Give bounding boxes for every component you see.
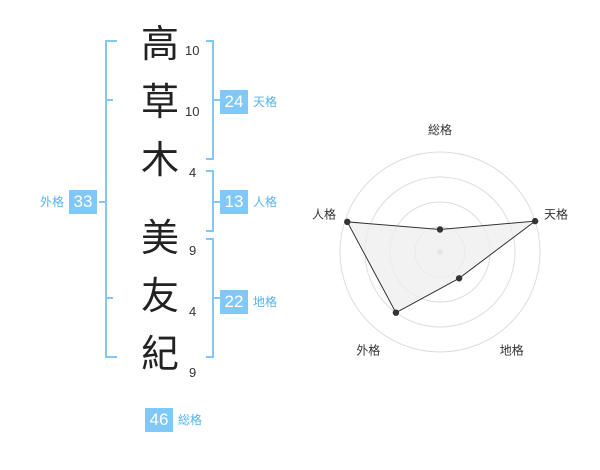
- radar-axis-label: 外格: [356, 343, 380, 358]
- tenkaku-connector: [213, 99, 220, 101]
- jinkaku-label: 人格: [253, 195, 278, 209]
- name-char-4: 美: [140, 216, 179, 260]
- tenkaku-badge: 24 天格: [220, 90, 277, 114]
- stroke-count-5: 4: [189, 304, 197, 319]
- jinkaku-value: 13: [220, 190, 248, 214]
- radar-point-2: [531, 217, 539, 225]
- name-char-6: 紀: [140, 332, 179, 376]
- gaikaku-bracket: [105, 40, 117, 358]
- gaikaku-bracket-tick: [105, 99, 113, 101]
- tenkaku-label: 天格: [253, 95, 278, 109]
- radar-axis-label: 総格: [428, 122, 452, 137]
- gaikaku-badge: 外格 33: [40, 190, 98, 214]
- chikaku-label: 地格: [253, 295, 278, 309]
- stroke-count-3: 4: [189, 165, 197, 180]
- radar-axis-label: 天格: [544, 206, 568, 221]
- chikaku-connector: [213, 297, 220, 299]
- radar-point-3: [455, 275, 463, 282]
- stroke-count-6: 9: [189, 365, 197, 380]
- soukaku-badge: 46 総格: [145, 408, 202, 432]
- name-char-5: 友: [140, 274, 179, 318]
- stroke-count-2: 10: [185, 104, 200, 119]
- radar-axis-label: 人格: [312, 206, 336, 221]
- stroke-count-4: 9: [189, 243, 197, 258]
- radar-data-polygon: [346, 220, 537, 314]
- name-char-3: 木: [140, 138, 179, 182]
- jinkaku-connector: [213, 201, 220, 203]
- radar-point-1: [436, 226, 444, 233]
- gaikaku-bracket-tick: [105, 297, 113, 299]
- gaikaku-label: 外格: [40, 195, 65, 209]
- name-char-2: 草: [140, 80, 179, 124]
- radar-point-5: [344, 218, 351, 226]
- soukaku-value: 46: [145, 408, 173, 432]
- chikaku-value: 22: [220, 290, 248, 314]
- chikaku-badge: 22 地格: [220, 290, 277, 314]
- name-char-1: 高: [140, 22, 179, 66]
- gaikaku-connector: [99, 201, 107, 203]
- gaikaku-value: 33: [69, 190, 98, 214]
- radar-point-4: [392, 309, 400, 316]
- soukaku-label: 総格: [178, 413, 203, 427]
- tenkaku-value: 24: [220, 90, 248, 114]
- jinkaku-badge: 13 人格: [220, 190, 277, 214]
- stroke-count-1: 10: [185, 43, 200, 58]
- radar-axis-label: 地格: [500, 343, 524, 358]
- radar-grid-circle: [339, 151, 541, 353]
